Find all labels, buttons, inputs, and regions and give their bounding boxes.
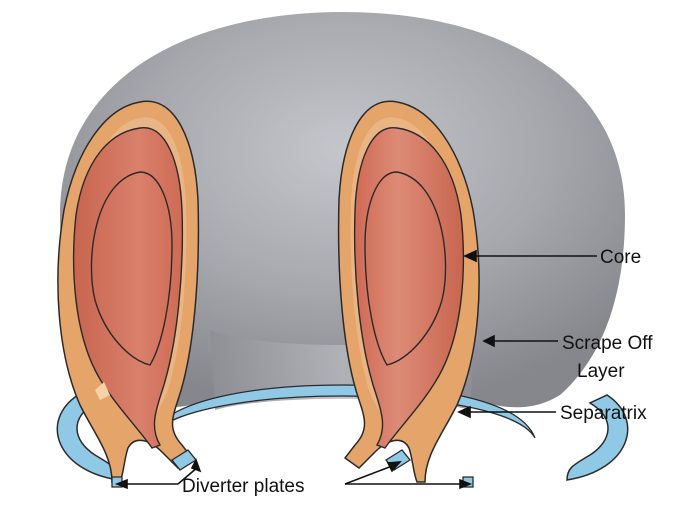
label-diverter-plates: Diverter plates [182,476,305,497]
label-scrape-off-line2: Layer [577,361,625,382]
label-separatrix: Separatrix [560,403,647,424]
label-scrape-off-line1: Scrape Off [562,333,653,354]
label-core: Core [600,247,641,268]
